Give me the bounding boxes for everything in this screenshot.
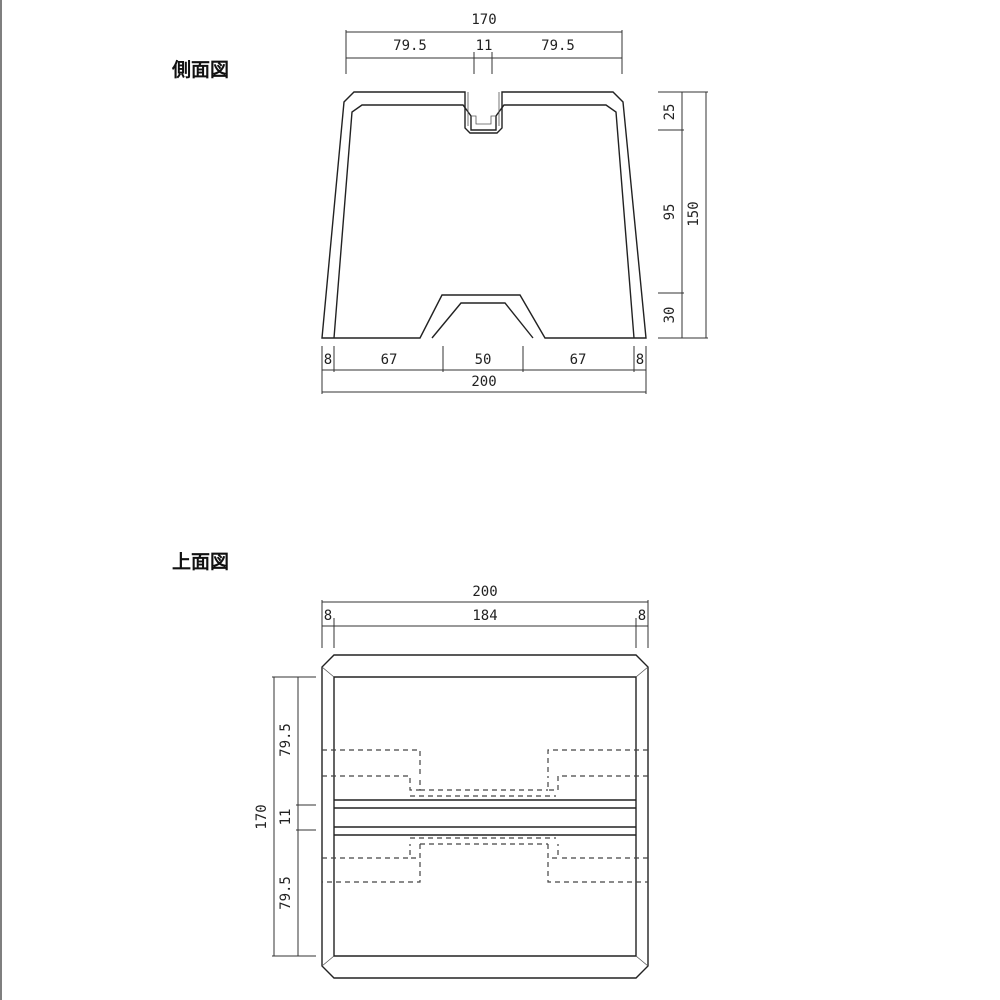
top-dim-left-lower: 79.5 — [278, 876, 294, 910]
side-dim-top-total: 170 — [471, 12, 496, 28]
top-dim-inner: 184 — [472, 608, 497, 624]
top-dim-left-wall: 8 — [324, 608, 332, 624]
top-view-center-rail — [334, 799, 636, 836]
top-view-corner-lines — [321, 666, 649, 967]
top-view-top-dimensions: 200 8 184 8 — [321, 584, 649, 648]
top-dim-left-upper: 79.5 — [278, 723, 294, 757]
side-view-slot-detail-2 — [467, 92, 500, 126]
top-dim-left-total: 170 — [254, 804, 270, 829]
side-view-right-dimensions: 25 95 30 150 — [658, 91, 708, 339]
side-view-slot-detail — [471, 115, 496, 125]
side-view: 側面図 170 79.5 11 79.5 — [171, 12, 708, 394]
side-dim-right-total: 150 — [686, 201, 702, 226]
top-dim-left-center: 11 — [278, 809, 294, 826]
side-dim-top-center: 11 — [476, 38, 493, 54]
top-view-hidden-notch-upper-left — [322, 749, 556, 797]
side-view-notch-inner — [431, 302, 534, 339]
side-dim-bottom-total: 200 — [471, 374, 496, 390]
side-view-bottom-dimensions: 8 67 50 67 8 200 — [321, 346, 647, 394]
side-dim-bottom-left-wall: 8 — [324, 352, 332, 368]
top-dim-right-wall: 8 — [638, 608, 646, 624]
top-view-left-dimensions: 79.5 11 79.5 170 — [254, 676, 316, 957]
side-dim-bottom-left: 67 — [381, 352, 398, 368]
side-dim-bottom-right-wall: 8 — [636, 352, 644, 368]
top-view-inner-rect — [333, 676, 637, 957]
top-view: 上面図 200 8 184 8 — [172, 551, 649, 979]
side-dim-right-bottom: 30 — [662, 307, 678, 324]
side-view-top-dimensions: 170 79.5 11 79.5 — [345, 12, 623, 74]
top-view-hidden-notch-upper-right — [547, 749, 648, 791]
side-dim-right-top: 25 — [662, 104, 678, 121]
side-dim-bottom-right: 67 — [570, 352, 587, 368]
top-dim-total: 200 — [472, 584, 497, 600]
side-dim-right-middle: 95 — [662, 204, 678, 221]
top-view-title: 上面図 — [172, 551, 229, 573]
side-view-outline — [321, 91, 647, 339]
top-view-outline — [321, 654, 649, 979]
top-view-hidden-notch-lower-right — [547, 844, 648, 883]
side-dim-top-right: 79.5 — [541, 38, 575, 54]
top-view-hidden-notch-lower-left — [322, 837, 556, 883]
side-view-title: 側面図 — [171, 59, 229, 81]
side-dim-top-left: 79.5 — [393, 38, 427, 54]
side-dim-bottom-center: 50 — [475, 352, 492, 368]
side-view-inner-contour — [333, 104, 635, 339]
